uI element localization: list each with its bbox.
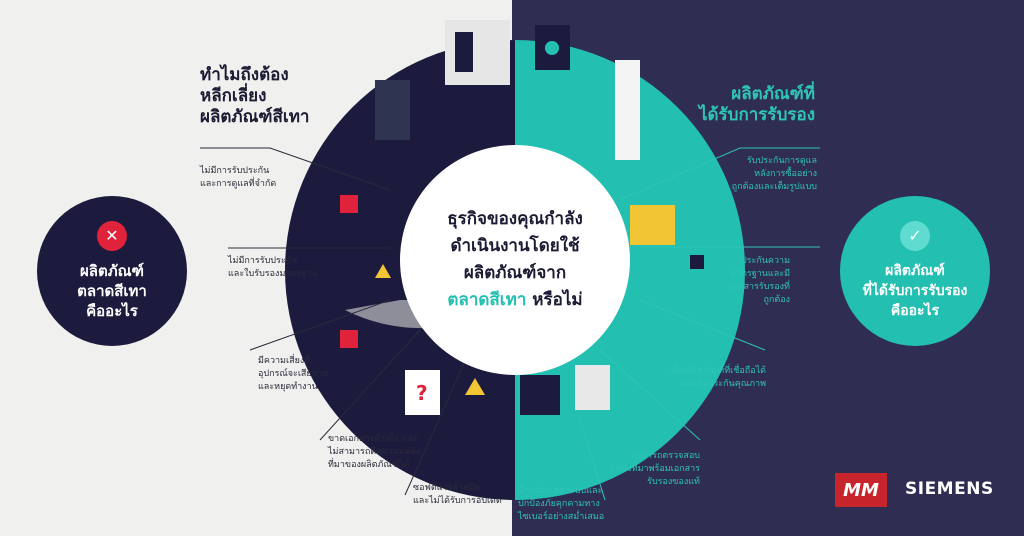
- svg-text:?: ?: [416, 381, 428, 405]
- text-line: สามารถตรวจสอบ: [630, 451, 700, 461]
- control-panel-illustration: [445, 20, 510, 85]
- check-doc-icon: [690, 255, 704, 269]
- badge-line: คืออะไร: [890, 303, 940, 319]
- text-line: ไม่มีการรับประกัน: [200, 166, 270, 176]
- badge-line: ผลิตภัณฑ์: [80, 262, 144, 280]
- center-line: ดำเนินงานโดยใช้: [450, 236, 580, 256]
- text-line: ปกป้องภัยคุกคามทาง: [518, 499, 600, 509]
- siemens-logo: SIEMENS: [905, 479, 994, 499]
- badge-line: ตลาดสีเทา: [77, 282, 147, 300]
- right-heading-line: ได้รับการรับรอง: [698, 105, 815, 125]
- left-point-3: มีความเสี่ยงที่อุปกรณ์จะเสียหายและหยุดทำ…: [258, 355, 328, 394]
- text-line: ถูกต้อง: [763, 295, 790, 305]
- text-line: มาตรฐานและมี: [730, 269, 790, 279]
- center-suffix: หรือไม่: [526, 290, 583, 310]
- check-icon: ✓: [900, 221, 930, 251]
- text-line: อุปกรณ์จะเสียหาย: [258, 369, 328, 379]
- badge-line: ที่ได้รับการรับรอง: [862, 283, 968, 299]
- text-line: ประกันความ: [740, 256, 790, 266]
- engineer-illustration: [375, 80, 410, 140]
- right-point-1: รับประกันการดูแลหลังการซื้ออย่างถูกต้องแ…: [732, 155, 817, 194]
- text-line: เอกสารรับรองที่: [729, 282, 790, 292]
- close-icon: ✕: [97, 221, 127, 251]
- text-line: ซอฟต์แวร์ล้าสมัย: [413, 483, 480, 493]
- grey-market-badge: ✕ ผลิตภัณฑ์ ตลาดสีเทา คืออะไร: [37, 196, 187, 346]
- right-point-5: มีการอัปเดตระบบและปกป้องภัยคุกคามทางไซเบ…: [518, 485, 604, 524]
- technician-illustration: [615, 60, 640, 160]
- text-line: ไม่สามารถติดตามแหล่ง: [328, 447, 421, 457]
- center-question: ธุรกิจของคุณกำลัง ดำเนินงานโดยใช้ ผลิตภั…: [400, 145, 630, 375]
- document-illustration: [575, 365, 610, 410]
- alert-icon: [340, 195, 358, 213]
- text-line: หลังการซื้ออย่าง: [754, 169, 817, 179]
- left-heading: ทำไมถึงต้อง หลีกเลี่ยง ผลิตภัณฑ์สีเทา: [200, 65, 309, 128]
- badge-line: ผลิตภัณฑ์: [885, 263, 945, 279]
- text-line: มีความเสี่ยงที่: [258, 356, 311, 366]
- text-line: และการดูแลที่จำกัด: [200, 179, 277, 189]
- center-line: ผลิตภัณฑ์จาก: [463, 263, 567, 283]
- warning-icon: [340, 330, 358, 348]
- text-line: รับประกันการดูแล: [746, 156, 817, 166]
- text-line: เป็นผลิตภัณฑ์ที่เชื่อถือได้: [670, 366, 766, 376]
- left-heading-line: ทำไมถึงต้อง: [200, 65, 289, 85]
- text-line: ถูกต้องและเต็มรูปแบบ: [731, 182, 817, 192]
- text-line: และหยุดทำงาน: [258, 382, 318, 392]
- text-line: และไม่ได้รับการอัปเดต: [413, 496, 502, 506]
- center-line: ธุรกิจของคุณกำลัง: [447, 209, 583, 229]
- worker-illustration: [630, 205, 675, 245]
- warning-triangle-icon: [465, 378, 485, 395]
- text-line: รับรองของแท้: [647, 477, 700, 487]
- text-line: และใบรับรองมาตรฐาน: [228, 269, 318, 279]
- text-line: ขาดเอกสารอ้างอิง และ: [328, 434, 419, 444]
- left-point-4: ขาดเอกสารอ้างอิง และไม่สามารถติดตามแหล่ง…: [328, 433, 420, 472]
- left-heading-line: ผลิตภัณฑ์สีเทา: [200, 107, 310, 127]
- text-line: ไม่มีการรับประกัน: [228, 256, 298, 266]
- right-heading: ผลิตภัณฑ์ที่ ได้รับการรับรอง: [680, 84, 815, 126]
- center-line: ตลาดสีเทา หรือไม่: [447, 287, 582, 314]
- right-heading-line: ผลิตภัณฑ์ที่: [731, 84, 815, 104]
- text-line: ที่มาของผลิตภัณฑ์ได้: [328, 460, 410, 470]
- right-point-3: เป็นผลิตภัณฑ์ที่เชื่อถือได้และรับประกันค…: [671, 365, 766, 391]
- text-line: ไซเบอร์อย่างสม่ำเสมอ: [518, 512, 605, 522]
- right-half-circle: [515, 40, 745, 500]
- text-line: มีการอัปเดตระบบและ: [518, 486, 603, 496]
- right-point-2: ประกันความมาตรฐานและมีเอกสารรับรองที่ถูก…: [730, 255, 790, 307]
- left-point-1: ไม่มีการรับประกันและการดูแลที่จำกัด: [200, 165, 276, 191]
- right-point-4: สามารถตรวจสอบแหล่งที่มาพร้อมเอกสารรับรอง…: [610, 450, 700, 489]
- chart-screen-illustration: [520, 375, 560, 415]
- left-point-2: ไม่มีการรับประกันและใบรับรองมาตรฐาน: [228, 255, 317, 281]
- left-heading-line: หลีกเลี่ยง: [200, 86, 267, 106]
- certified-badge: ✓ ผลิตภัณฑ์ ที่ได้รับการรับรอง คืออะไร: [840, 196, 990, 346]
- badge-line: คืออะไร: [86, 302, 138, 320]
- mm-logo: MM: [835, 473, 887, 507]
- text-line: และรับประกันคุณภาพ: [681, 379, 766, 389]
- question-document-icon: [405, 370, 440, 415]
- grey-market-highlight: ตลาดสีเทา: [447, 290, 527, 310]
- left-point-5: ซอฟต์แวร์ล้าสมัยและไม่ได้รับการอัปเดต: [413, 482, 502, 508]
- text-line: แหล่งที่มาพร้อมเอกสาร: [610, 464, 700, 474]
